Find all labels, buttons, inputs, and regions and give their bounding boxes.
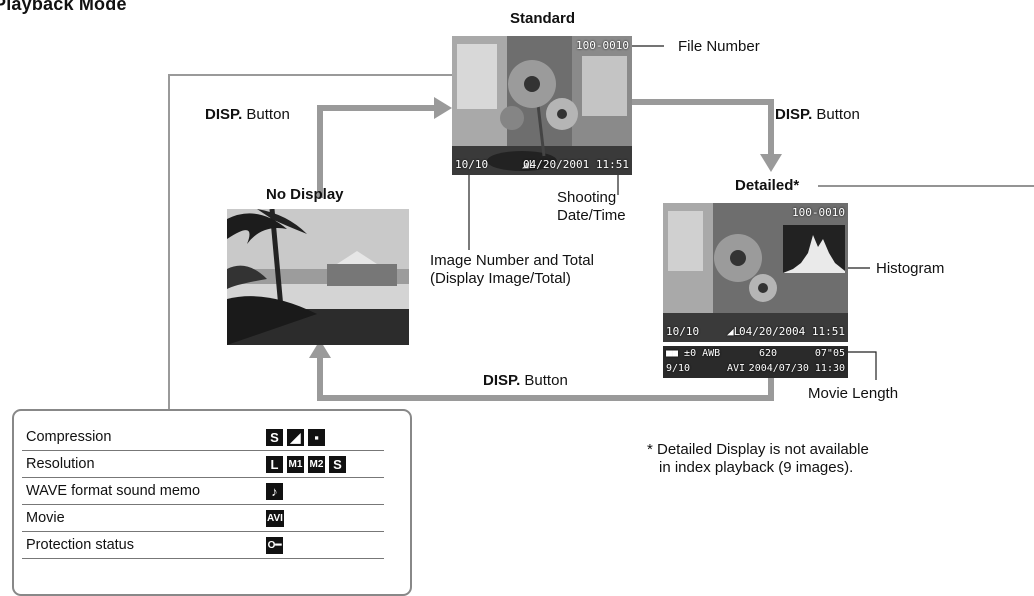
legend-label: Compression — [22, 424, 242, 451]
movie-length-value: 07"05 — [814, 348, 845, 359]
beach-photo — [227, 209, 409, 345]
detailed-file-number: 100-0010 — [792, 206, 845, 219]
legend-icon: M1 — [287, 455, 304, 473]
detailed-image-count: 10/10 — [666, 325, 700, 338]
movie-row1-left: ■■ ±0 AWB — [666, 348, 721, 359]
legend-label: Movie — [22, 504, 242, 532]
legend-row: WAVE format sound memo ♪ — [22, 477, 384, 505]
arrow-to-standard — [317, 105, 436, 198]
legend-icon: M2 — [308, 455, 325, 473]
histogram-graph — [783, 235, 845, 273]
disp-button-label-bottom: DISP. Button — [483, 372, 568, 389]
movie-length-callout: Movie Length — [808, 385, 899, 402]
legend-icon: S — [329, 455, 346, 473]
footnote-line-1: * Detailed Display is not available — [647, 441, 869, 458]
page-title: Playback Mode — [0, 0, 127, 14]
shooting-line-2: Date/Time — [557, 207, 626, 224]
movie-row1-mid: 620 — [759, 348, 778, 359]
disp-button-label-left: DISP. Button — [205, 106, 290, 123]
detailed-mode-label: Detailed* — [735, 177, 800, 194]
legend-icon: S — [266, 428, 283, 446]
legend-icons: ♪ — [242, 477, 384, 505]
image-number-callout: Image Number and Total (Display Image/To… — [430, 252, 594, 288]
flower-photo-detailed — [663, 203, 848, 342]
arrow-to-detailed — [632, 99, 774, 158]
detailed-quality: ◢L — [727, 325, 741, 338]
movie-row2-right: 2004/07/30 11:30 — [748, 363, 845, 374]
legend-icon: AVI — [266, 509, 284, 527]
legend-label: Protection status — [22, 531, 242, 559]
movie-info-strip: ■■ ±0 AWB 620 07"05 9/10 AVI 2004/07/30 … — [663, 346, 848, 378]
shooting-line-1: Shooting — [557, 189, 617, 206]
legend-connector-line — [168, 74, 452, 410]
legend-icon: L — [266, 455, 283, 473]
movie-row2-mid: AVI — [727, 363, 746, 374]
legend-icon: ♪ — [266, 482, 283, 500]
detailed-footnote: * Detailed Display is not available in i… — [647, 441, 869, 477]
standard-file-number: 100-0010 — [576, 39, 629, 52]
legend-icons: AVI — [242, 504, 384, 532]
legend-label: WAVE format sound memo — [22, 477, 242, 505]
image-number-line-2: (Display Image/Total) — [430, 270, 571, 287]
footnote-line-2: in index playback (9 images). — [659, 459, 854, 476]
legend-label: Resolution — [22, 450, 242, 478]
histogram-callout: Histogram — [876, 260, 945, 277]
legend-icon: ▪ — [308, 428, 325, 446]
arrow-to-no-display — [317, 356, 774, 401]
legend-icon: ◢ — [287, 428, 304, 446]
no-display-mode-label: No Display — [266, 186, 344, 203]
legend-icons: O━ — [242, 531, 384, 559]
shooting-datetime-callout: Shooting Date/Time — [557, 189, 626, 225]
standard-image-count: 10/10 — [455, 158, 489, 171]
detailed-screen: 100-0010 10/10 ◢L 04/20/2004 11:51 — [663, 203, 848, 342]
legend-icon: O━ — [266, 536, 283, 554]
file-number-callout: File Number — [678, 38, 760, 55]
standard-datetime: 04/20/2001 11:51 — [523, 158, 629, 171]
standard-mode-label: Standard — [510, 10, 576, 27]
movie-length-leader — [848, 351, 877, 380]
image-number-line-1: Image Number and Total — [430, 252, 594, 269]
no-display-screen — [227, 209, 409, 345]
standard-quality: ◢L — [522, 158, 536, 171]
standard-screen: 100-0010 10/10 ◢L 04/20/2001 11:51 — [452, 36, 632, 175]
legend-row: Protection status O━ — [22, 531, 384, 559]
legend-row: Movie AVI — [22, 504, 384, 532]
flower-photo — [452, 36, 632, 175]
legend-icons: S◢▪ — [242, 424, 384, 451]
movie-row2-left: 9/10 — [666, 363, 691, 374]
detailed-datetime: 04/20/2004 11:51 — [739, 325, 845, 338]
disp-button-label-right: DISP. Button — [775, 106, 860, 123]
